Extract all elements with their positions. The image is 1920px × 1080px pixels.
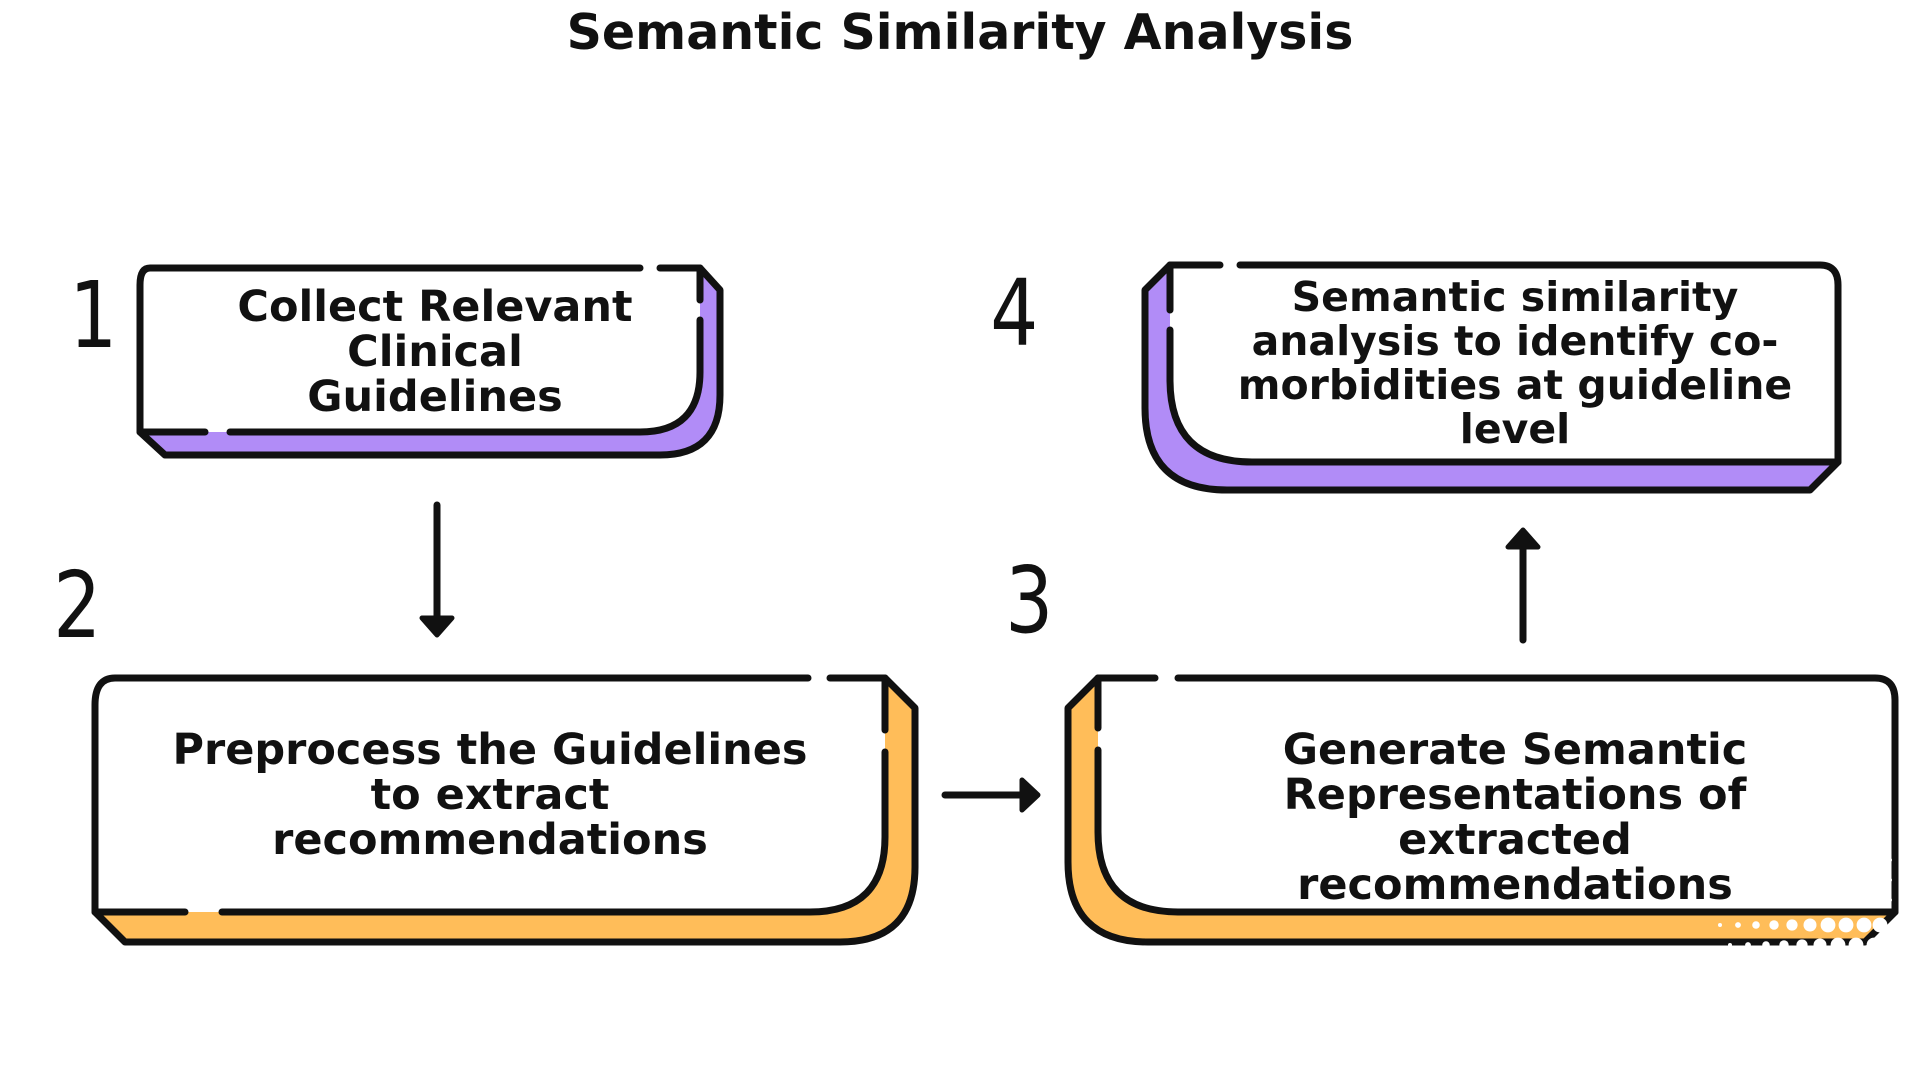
step-2-box — [91, 674, 919, 946]
step-2-shadow-outline — [91, 674, 919, 946]
decorative-dot — [1820, 917, 1836, 933]
decorative-dot — [1848, 937, 1864, 953]
step-2-number: 2 — [53, 552, 102, 659]
decorative-dot — [1779, 940, 1789, 950]
decorative-dot — [1762, 941, 1770, 949]
step-4-text: Semantic similarity analysis to identify… — [1237, 273, 1793, 453]
step-1-box — [136, 264, 724, 459]
decorative-dot — [1796, 939, 1808, 951]
step-1-outline — [136, 264, 704, 436]
decorative-dot — [1735, 922, 1741, 928]
decorative-dot — [1888, 878, 1892, 882]
arrow-1-to-2 — [419, 501, 455, 638]
step-3-shadow — [1068, 678, 1895, 942]
decorative-dot — [1856, 917, 1872, 933]
decorative-dot — [1718, 923, 1722, 927]
decorative-dot — [1745, 942, 1751, 948]
decorative-dot — [1888, 858, 1892, 862]
arrow-3-to-4 — [1505, 527, 1541, 644]
decorative-dot — [1888, 898, 1892, 902]
step-4-shadow-outline — [1141, 261, 1842, 494]
arrow-2-to-3 — [941, 777, 1041, 813]
step-3-outline — [1094, 674, 1899, 916]
decorative-dot — [1838, 917, 1854, 933]
decorative-dot — [1866, 937, 1882, 953]
step-1-number: 1 — [69, 262, 118, 369]
step-4-box — [1141, 261, 1842, 494]
step-3-text: Generate Semantic Representations of ext… — [1282, 725, 1748, 910]
step-4-number: 4 — [990, 260, 1039, 367]
step-2-text: Preprocess the Guidelines to extract rec… — [172, 725, 808, 865]
step-1-shadow-outline — [136, 264, 724, 459]
step-1-shadow — [140, 268, 720, 455]
step-3-shadow-outline — [1064, 674, 1899, 946]
step-3-box — [1064, 674, 1899, 953]
decorative-dot — [1813, 938, 1827, 952]
step-4-outline — [1166, 261, 1842, 466]
step-2-outline — [91, 674, 889, 916]
step-2-shadow — [95, 678, 915, 942]
step-3-number: 3 — [1005, 547, 1054, 654]
dot-pattern — [1718, 858, 1892, 953]
decorative-dot — [1728, 943, 1732, 947]
step-1-text: Collect Relevant Clinical Guidelines — [237, 282, 633, 422]
decorative-dot — [1803, 918, 1817, 932]
decorative-dot — [1786, 919, 1798, 931]
diagram-title: Semantic Similarity Analysis — [566, 4, 1354, 61]
decorative-dot — [1872, 917, 1888, 933]
decorative-dot — [1830, 937, 1846, 953]
step-4-shadow — [1145, 265, 1838, 490]
decorative-dot — [1752, 921, 1760, 929]
decorative-dot — [1769, 920, 1779, 930]
